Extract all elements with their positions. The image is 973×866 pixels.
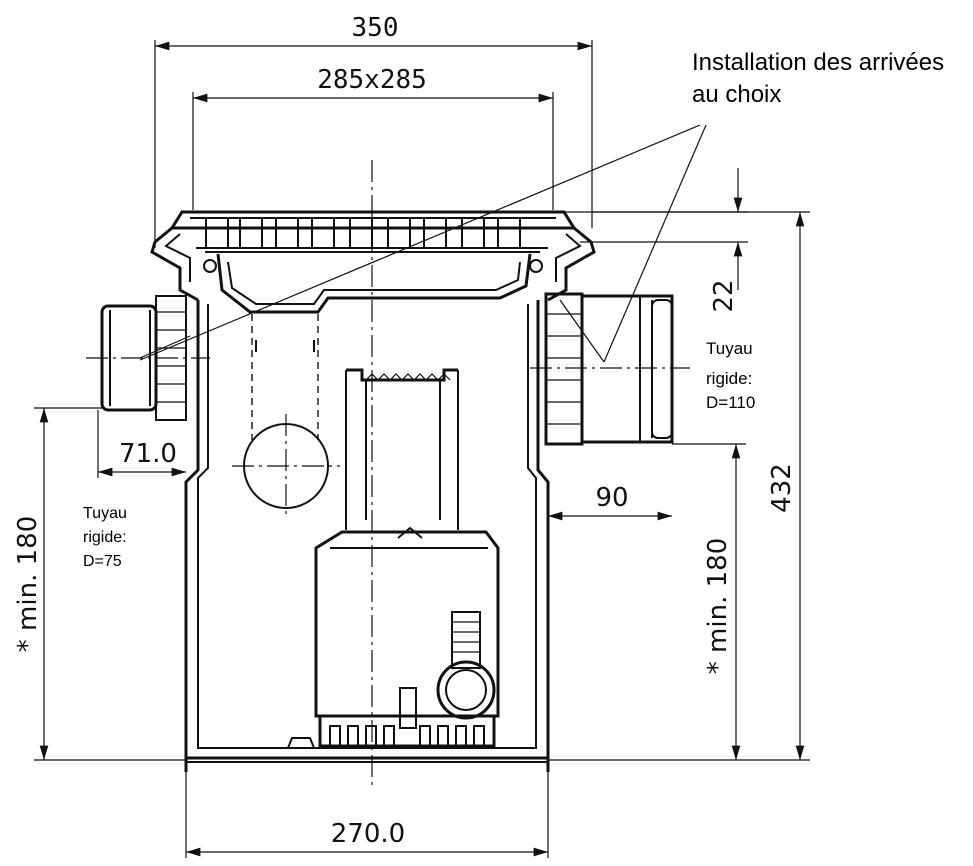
- right-inlet-pipe: [530, 292, 690, 446]
- leader-to-left-inlet: [139, 124, 701, 361]
- dim-22-label: 22: [709, 279, 739, 312]
- seal-right: [529, 259, 543, 273]
- dim-left-inlet-offset: 71.0: [97, 410, 186, 478]
- dim-left-min-height: * min. 180: [13, 407, 186, 761]
- inlet-choice-line1: Installation des arrivées: [692, 49, 944, 76]
- dim-base-width: 270.0: [185, 772, 549, 858]
- leader-to-right-inlet: [603, 124, 707, 363]
- grate-slots: [205, 217, 521, 249]
- right-pipe-line1: Tuyau: [706, 339, 753, 358]
- inlet-choice-line2: au choix: [692, 81, 781, 108]
- dim-350-label: 350: [352, 13, 399, 43]
- dim-right-min-height: * min. 180: [672, 443, 746, 760]
- dim-left-180-label: * min. 180: [13, 516, 43, 652]
- seal-left: [203, 259, 217, 273]
- right-pipe-line3: D=110: [706, 393, 755, 412]
- dim-right-180-label: * min. 180: [703, 538, 733, 674]
- right-pipe-note: Tuyau rigide: D=110: [706, 339, 755, 412]
- dim-overall-height: 432: [548, 211, 810, 761]
- dim-cover-size: 285x285: [192, 65, 554, 210]
- dim-285-label: 285x285: [317, 65, 427, 95]
- right-pipe-line2: rigide:: [706, 369, 752, 388]
- dim-432-label: 432: [767, 463, 797, 513]
- chamber-body: [184, 300, 550, 772]
- grating-cover: [169, 210, 577, 249]
- left-pipe-line2: rigide:: [83, 529, 127, 546]
- frame-flange: [150, 226, 596, 314]
- dim-90-label: 90: [595, 483, 628, 513]
- submersible-pump: [287, 368, 500, 749]
- left-pipe-note: Tuyau rigide: D=75: [83, 505, 127, 570]
- dim-right-inlet-offset: 90: [548, 483, 672, 521]
- dim-overall-width: 350: [154, 13, 593, 248]
- dim-71-label: 71.0: [119, 439, 177, 469]
- left-inlet-pipe: [86, 295, 210, 421]
- dim-270-label: 270.0: [331, 819, 405, 849]
- internal-inlet-tube: [232, 314, 340, 518]
- left-pipe-line1: Tuyau: [83, 505, 127, 522]
- left-pipe-line3: D=75: [83, 553, 122, 570]
- inlet-choice-note: Installation des arrivées au choix: [139, 49, 944, 363]
